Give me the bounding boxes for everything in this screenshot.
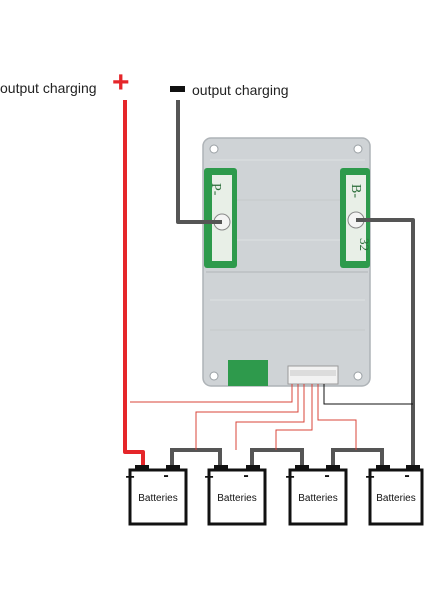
battery-4-minus: - (404, 467, 410, 484)
mount-hole (353, 371, 363, 381)
battery-4 (368, 465, 424, 526)
negative-output-wire (176, 100, 222, 224)
balance-wire-black (323, 384, 413, 405)
battery-2-label: Batteries (217, 493, 257, 504)
battery-2-minus: - (243, 467, 249, 484)
mount-hole (209, 371, 219, 381)
battery-1-minus: - (163, 467, 169, 484)
p-minus-text: P- (208, 183, 223, 196)
mount-hole (209, 144, 219, 154)
battery-3-minus: - (324, 467, 330, 484)
bms-board: P- B- 32 (202, 137, 372, 387)
negative-output-label: output charging (192, 82, 289, 98)
series-link-3 (331, 448, 384, 465)
series-link-1 (170, 448, 222, 465)
minus-sign (170, 86, 185, 92)
positive-output-wire (123, 100, 145, 465)
balance-wire-5 (317, 384, 357, 450)
balance-wire-2 (195, 384, 299, 450)
battery-3-label: Batteries (298, 493, 338, 504)
positive-output-label: output charging (0, 80, 97, 96)
balance-wire-3 (235, 384, 305, 450)
battery-4-plus: + (365, 469, 375, 486)
battery-2-plus: + (204, 469, 214, 486)
pcb-bottom (228, 360, 268, 386)
b-minus-text: B- (348, 184, 363, 198)
series-link-2 (250, 448, 304, 465)
side-number-text: 32 (357, 238, 372, 251)
battery-3 (288, 465, 348, 526)
mount-hole (353, 144, 363, 154)
balance-wire-1 (130, 384, 293, 403)
battery-1 (128, 465, 188, 526)
plus-sign: + (112, 66, 130, 99)
battery-2 (207, 465, 267, 526)
battery-3-plus: + (285, 469, 295, 486)
balance-wire-4 (275, 384, 313, 450)
battery-4-label: Batteries (376, 493, 416, 504)
battery-1-label: Batteries (138, 493, 178, 504)
b-minus-wire (356, 218, 415, 465)
battery-1-plus: + (125, 469, 135, 486)
